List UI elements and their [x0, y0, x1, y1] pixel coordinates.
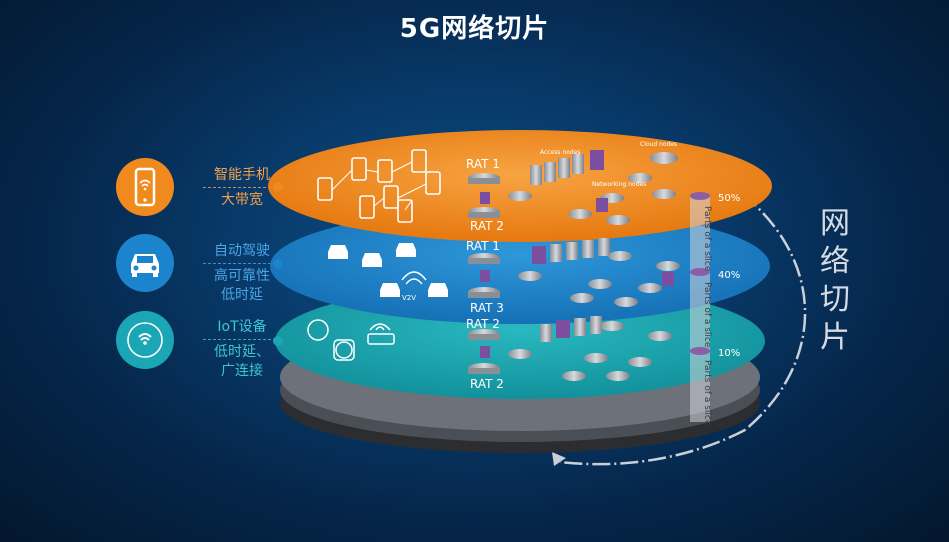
- rat-label-layer3-top: RAT 2: [466, 317, 500, 331]
- use-case-divider: [203, 339, 281, 340]
- use-case-top-label: 智能手机: [214, 167, 270, 183]
- phone-icons-group: [317, 149, 441, 223]
- page-title: 5G网络切片: [399, 14, 550, 44]
- percent-label-layer2: 40%: [718, 270, 740, 281]
- use-case-bottom-label: 高可靠性 低时延: [214, 268, 270, 303]
- iot-signal-icon: [127, 322, 163, 358]
- smartphone-icon-badge: [116, 158, 174, 216]
- use-case-autonomous-driving: 自动驾驶 高可靠性 低时延: [196, 242, 288, 305]
- slice-pillar-cap-3: [690, 347, 710, 355]
- slice-arc-arrowhead: [552, 452, 566, 466]
- side-label-text: 网络切片: [820, 206, 850, 355]
- slice-arc-bottom: [559, 428, 746, 466]
- percent-label-layer1: 50%: [718, 193, 740, 204]
- network-slicing-side-label: 网络切片: [815, 205, 855, 357]
- rat-label-layer1-top: RAT 1: [466, 157, 500, 171]
- slice-label-1: Parts of a slice: [702, 206, 712, 272]
- slice-pillar-cap-1: [690, 192, 710, 200]
- rat-antennas-layer2: [468, 253, 500, 298]
- node-cylinders-layer3: [508, 316, 672, 381]
- use-case-top-label: IoT设备: [217, 319, 267, 335]
- rat-label-layer2-bottom: RAT 3: [470, 301, 504, 315]
- car-icon-badge: [116, 234, 174, 292]
- rat-antennas-layer3: [468, 329, 500, 374]
- connector-dot-iot: [273, 336, 283, 346]
- rat-antennas-layer1: [468, 173, 500, 218]
- access-nodes-label: Access nodes: [540, 149, 581, 156]
- use-case-top-label: 自动驾驶: [214, 243, 270, 259]
- slice-label-2: Parts of a slice: [702, 282, 712, 348]
- use-case-bottom-label: 低时延、 广连接: [214, 344, 270, 379]
- connector-dot-smartphone: [273, 182, 283, 192]
- use-case-bottom-label: 大带宽: [221, 192, 263, 208]
- percent-label-layer3: 10%: [718, 348, 740, 359]
- use-case-divider: [203, 187, 281, 188]
- slice-pillar: [690, 196, 710, 422]
- slice-layer-mobile-broadband: [268, 130, 772, 242]
- car-icons-group: [328, 243, 448, 297]
- rat-label-layer2-top: RAT 1: [466, 239, 500, 253]
- slice-pillar-cap-2: [690, 268, 710, 276]
- v2v-label: V2V: [402, 294, 416, 302]
- node-cylinders-layer2: [518, 238, 680, 307]
- node-cylinders-layer1: [508, 150, 678, 225]
- rat-label-layer3-bottom: RAT 2: [470, 377, 504, 391]
- iot-device-icons-group: [307, 319, 395, 361]
- connector-dot-car: [273, 259, 283, 269]
- cloud-nodes-label: Cloud nodes: [640, 141, 677, 148]
- car-icon: [131, 254, 159, 277]
- use-case-divider: [203, 263, 281, 264]
- slice-label-3: Parts of a slice: [702, 360, 712, 426]
- use-case-iot: IoT设备 低时延、 广连接: [196, 318, 288, 381]
- networking-nodes-label: Networking nodes: [592, 181, 646, 188]
- rat-label-layer1-bottom: RAT 2: [470, 219, 504, 233]
- iot-signal-icon-badge: [116, 311, 174, 369]
- use-case-smartphone: 智能手机 大带宽: [196, 166, 288, 210]
- smartphone-icon: [134, 167, 156, 207]
